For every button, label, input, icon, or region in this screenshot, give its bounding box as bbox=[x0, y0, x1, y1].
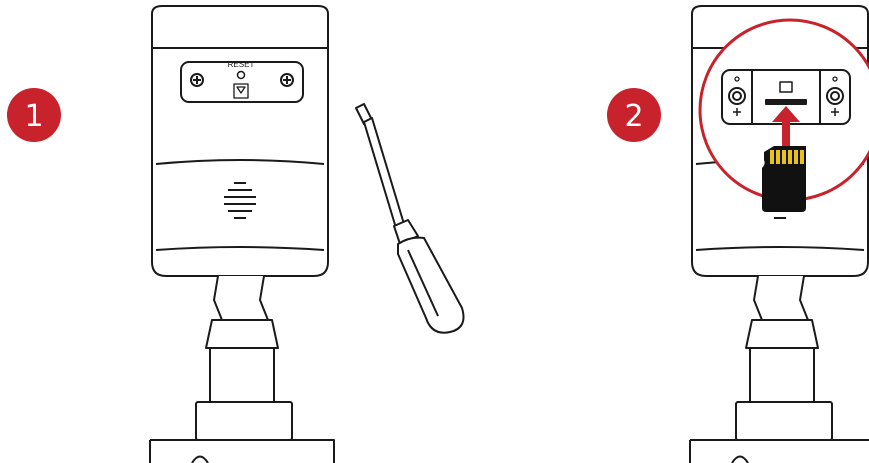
step-1-badge: 1 bbox=[7, 88, 61, 142]
speaker-grille-1 bbox=[224, 182, 256, 219]
step-1-number: 1 bbox=[24, 99, 43, 134]
screw-icon bbox=[280, 73, 294, 87]
sd-slot-symbol bbox=[233, 83, 249, 99]
cover-plate bbox=[180, 61, 304, 103]
step-2-badge: 2 bbox=[607, 88, 661, 142]
reset-label: RESET bbox=[228, 60, 255, 69]
insert-arrow-icon bbox=[772, 106, 800, 150]
reset-hole-icon bbox=[236, 70, 246, 80]
screw-hole-right bbox=[826, 76, 844, 116]
sd-card-slot bbox=[765, 99, 807, 105]
step-2-number: 2 bbox=[624, 99, 643, 134]
screw-hole-left bbox=[728, 76, 746, 116]
screwdriver-icon bbox=[355, 103, 465, 334]
microsd-card-icon bbox=[762, 146, 806, 212]
camera-1 bbox=[149, 5, 335, 463]
reset-button bbox=[779, 81, 793, 93]
screw-icon bbox=[190, 73, 204, 87]
